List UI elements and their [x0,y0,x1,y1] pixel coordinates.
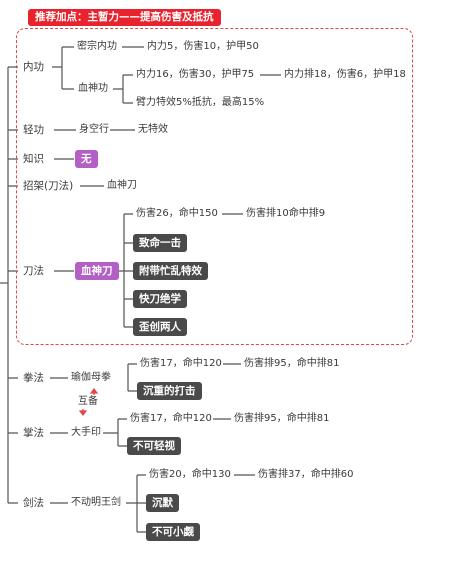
node-zhaojia: 招架(刀法) [22,179,75,193]
zhaojia-skill: 血神刀 [106,179,138,193]
jianfa-rank: 伤害排37，命中排60 [257,468,355,482]
jianfa-trait: 沉默 [146,494,179,512]
recommend-banner: 推荐加点：主暂力——提高伤害及抵抗 [28,9,221,26]
xueshen-effect: 内力16，伤害30，护甲75 [135,68,256,82]
node-quanfa: 拳法 [22,371,45,385]
node-neigong: 内功 [22,60,45,74]
qinggong-skill: 身空行 [78,123,110,137]
jianfa-trait: 不可小觑 [146,523,200,541]
node-qinggong: 轻功 [22,123,45,137]
daofa-skill-tag: 血神刀 [75,262,119,280]
zhangfa-trait: 不可轻视 [127,437,181,455]
qinggong-effect: 无特效 [137,123,169,137]
daofa-trait: 歪创两人 [133,318,187,336]
node-xueshen-gong: 血神功 [77,82,109,96]
daofa-trait: 附带忙乱特效 [133,262,208,280]
node-daofa: 刀法 [22,264,45,278]
mizong-effect: 内力5，伤害10，护甲50 [146,40,260,54]
xueshen-rank: 内力排18，伤害6，护甲18 [283,68,407,82]
xueshen-special: 臂力特效5%抵抗，最高15% [135,96,266,110]
core-skill-group-frame [16,28,413,345]
daofa-trait: 致命一击 [133,234,187,252]
quanfa-trait: 沉重的打击 [137,382,202,400]
daofa-trait: 快刀绝学 [133,290,187,308]
zhishi-value-tag: 无 [75,150,98,168]
node-jianfa: 剑法 [22,496,45,510]
daofa-rank: 伤害排10命中排9 [245,207,327,221]
mutual-note: 互备 [77,395,99,409]
node-zhangfa: 掌法 [22,426,45,440]
quanfa-skill: 瑜伽母拳 [70,371,112,385]
jianfa-skill: 不动明王剑 [70,496,122,510]
zhangfa-rank: 伤害排95，命中排81 [233,412,331,426]
node-zhishi: 知识 [22,152,45,166]
quanfa-effect: 伤害17，命中120 [139,357,223,371]
daofa-effect: 伤害26，命中150 [135,207,219,221]
mutual-arrows [78,388,99,416]
quanfa-rank: 伤害排95，命中排81 [243,357,341,371]
zhangfa-skill: 大手印 [70,426,102,440]
node-mizong-neigong: 密宗内功 [76,40,118,54]
jianfa-effect: 伤害20，命中130 [148,468,232,482]
zhangfa-effect: 伤害17，命中120 [129,412,213,426]
